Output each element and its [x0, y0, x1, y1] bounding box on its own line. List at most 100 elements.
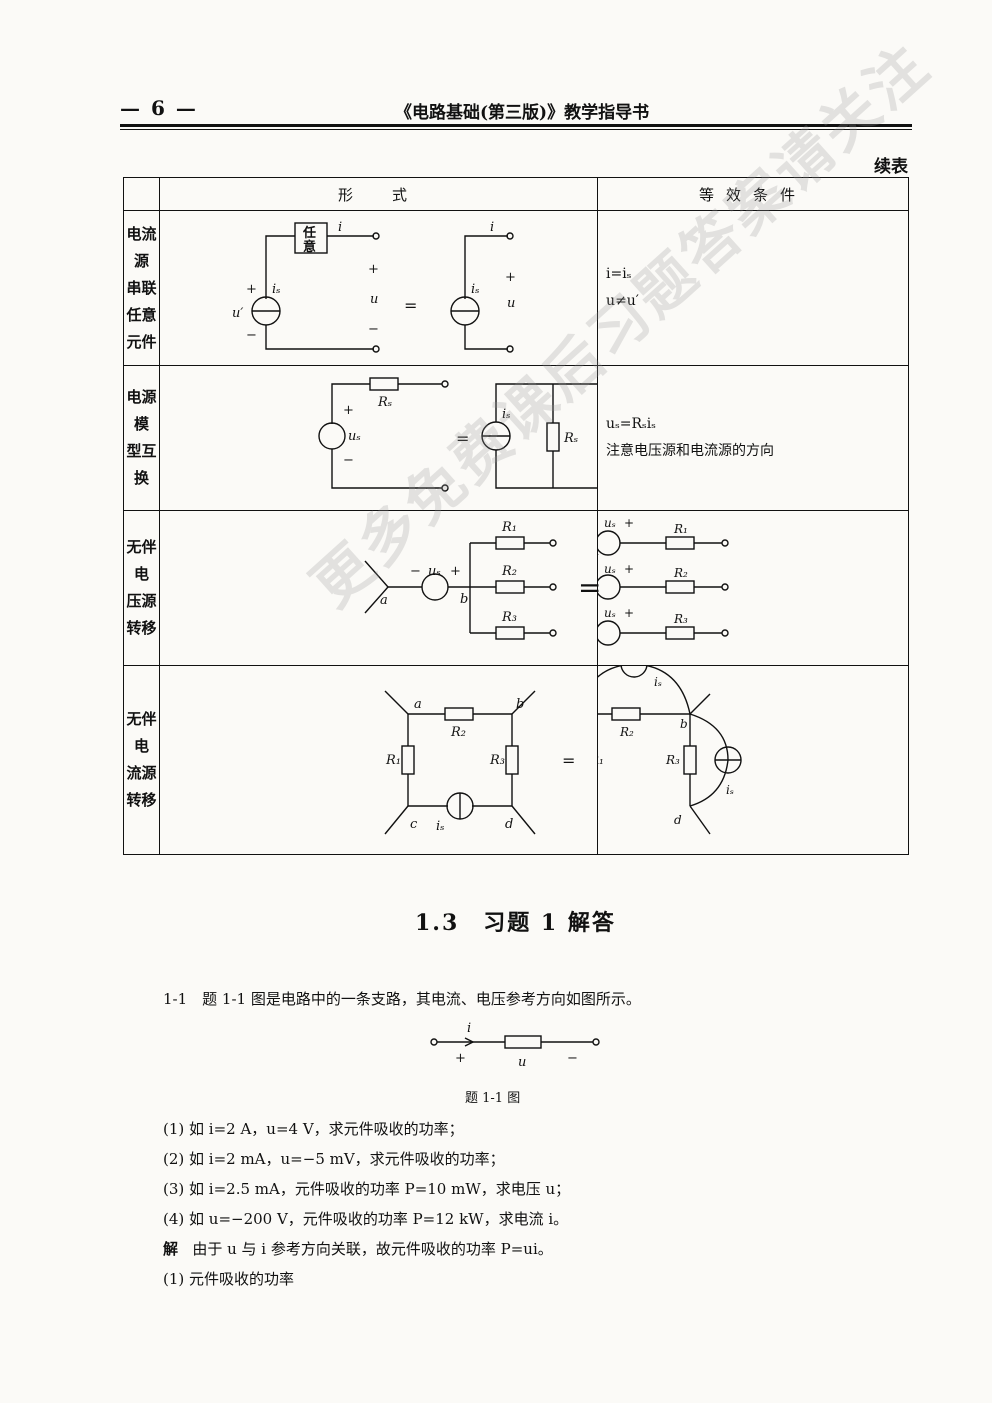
current-source-transfer-result: a b R₂ R₁ R₃ c d iₛ iₛ iₛ — [526, 650, 742, 835]
resistor-label: R₁ — [598, 753, 604, 767]
plus-sign: + — [505, 270, 516, 285]
solution-text: 由于 u 与 i 参考方向关联，故元件吸收的功率 P=ui。 — [192, 1240, 553, 1258]
table-row: 电源模 型互换 — [122, 365, 909, 511]
page-number: — 6 — — [120, 96, 198, 120]
resistor-label: Rₛ — [377, 395, 392, 410]
plus-sign: + — [343, 403, 354, 418]
resistor-label: R₂ — [501, 564, 517, 579]
source-current-label: iₛ — [272, 282, 281, 297]
row-diagram: a − uₛ + b R₁ R₂ R₃ = — [159, 510, 602, 666]
problem-item: (1) 如 i=2 A，u=4 V，求元件吸收的功率； — [163, 1120, 464, 1138]
minus-sign: − — [343, 453, 354, 468]
resistor-label: R₁ — [673, 522, 688, 536]
solution-line: 解 由于 u 与 i 参考方向关联，故元件吸收的功率 P=ui。 — [163, 1238, 553, 1259]
problem-figure: i + u − — [430, 1021, 600, 1070]
current-label: i — [338, 220, 342, 235]
plus-sign: + — [450, 564, 461, 579]
voltage-label: u — [370, 292, 378, 307]
row-diagram: 任 意 i iₛ + u′ − + u − = i iₛ + u — [159, 210, 599, 366]
row-name: 电流源 串联任意 元件 — [122, 210, 161, 366]
node-label: d — [505, 817, 513, 832]
resistor-label: R₃ — [673, 612, 688, 626]
equals-sign: = — [456, 429, 469, 448]
header-corner — [122, 177, 161, 211]
plus-sign: + — [624, 516, 634, 530]
solution-step: (1) 元件吸收的功率 — [163, 1270, 295, 1288]
node-label: b — [680, 717, 688, 731]
plus-sign: + — [455, 1051, 466, 1066]
source-current-label: iₛ — [502, 407, 511, 422]
row-name: 无伴电 流源转移 — [122, 665, 161, 855]
resistor-label: R₃ — [665, 753, 680, 767]
table-row: 无伴电 流源转移 a b R₂ — [122, 650, 909, 855]
continued-label: 续表 — [874, 157, 908, 177]
problem-item: (2) 如 i=2 mA，u=−5 mV，求元件吸收的功率； — [163, 1150, 505, 1168]
source-voltage-label: uₛ — [604, 562, 616, 576]
voltage-label: u — [507, 296, 515, 311]
resistor-label: R₃ — [501, 610, 517, 625]
voltage-source-transfer-diagram: a − uₛ + b R₁ R₂ R₃ = — [364, 520, 602, 640]
equals-sign: = — [404, 296, 417, 315]
minus-sign: − — [368, 322, 379, 337]
current-source-series-diagram: 任 意 i iₛ + u′ − + u − = i iₛ + u — [232, 220, 516, 353]
row-condition: uₛ=Rₛiₛ 注意电压源和电流源的方向 — [597, 365, 909, 511]
table-row: 无伴电 压源转移 a − uₛ — [122, 510, 909, 666]
header-form: 形 式 — [159, 177, 599, 211]
solution-label: 解 — [163, 1240, 179, 1258]
equivalence-table: 形 式 等效条件 电流源 串联任意 元件 — [122, 177, 909, 855]
source-transform-diagram: Rₛ + uₛ − = iₛ Rₛ — [318, 377, 613, 492]
plus-sign: + — [624, 606, 634, 620]
figure-caption: 题 1-1 图 — [465, 1091, 521, 1106]
source-current-label: iₛ — [726, 783, 734, 797]
problem-item: (3) 如 i=2.5 mA，元件吸收的功率 P=10 mW，求电压 u； — [163, 1180, 571, 1198]
node-label: b — [460, 592, 468, 607]
source-voltage-label: uₛ — [428, 564, 441, 579]
section-title: 1.3 习题 1 解答 — [415, 910, 616, 936]
header-rule-thin — [120, 129, 912, 130]
plus-sign: + — [246, 282, 257, 297]
voltage-label: u — [518, 1055, 526, 1070]
resistor-label: R₂ — [673, 566, 688, 580]
source-current-label: iₛ — [436, 819, 445, 834]
source-current-label: iₛ — [471, 282, 480, 297]
current-label: i — [467, 1021, 471, 1036]
row-diagram-right: − uₛ + R₁ − uₛ + R₂ − uₛ + R₃ a — [567, 510, 909, 666]
node-label: d — [674, 813, 682, 827]
resistor-label: Rₛ — [563, 431, 578, 446]
header-rule — [120, 124, 912, 127]
header-condition: 等效条件 — [597, 177, 909, 211]
resistor-label: R₁ — [385, 753, 401, 768]
resistor-label: R₁ — [501, 520, 517, 535]
current-source-transfer-diagram: a b R₂ R₁ R₃ c d iₛ = — [384, 690, 575, 835]
current-label: i — [490, 220, 494, 235]
node-label: c — [410, 817, 418, 832]
voltage-source-transfer-result: − uₛ + R₁ − uₛ + R₂ − uₛ + R₃ a — [567, 516, 729, 646]
running-head-title: 《电路基础(第三版)》教学指导书 — [395, 103, 650, 123]
plus-sign: + — [368, 262, 379, 277]
resistor-label: R₂ — [450, 725, 466, 740]
source-voltage-label: uₛ — [348, 429, 361, 444]
resistor-label: R₂ — [619, 725, 634, 739]
arbitrary-element-label: 任 — [302, 225, 316, 241]
voltage-label: u′ — [232, 306, 243, 321]
problem-item: (4) 如 u=−200 V，元件吸收的功率 P=12 kW，求电流 i。 — [163, 1210, 569, 1228]
minus-sign: − — [246, 328, 257, 343]
equals-sign: = — [578, 571, 601, 604]
plus-sign: + — [624, 562, 634, 576]
node-label: b — [516, 697, 524, 712]
row-name: 无伴电 压源转移 — [122, 510, 161, 666]
problem-statement: 1-1 题 1-1 图是电路中的一条支路，其电流、电压参考方向如图所示。 — [163, 990, 641, 1008]
arbitrary-element-label: 意 — [303, 239, 316, 255]
table-header-row: 形 式 等效条件 — [122, 177, 909, 211]
row-diagram-right: a b R₂ R₁ R₃ c d iₛ iₛ iₛ — [526, 650, 909, 855]
source-current-label: iₛ — [654, 675, 662, 689]
resistor-label: R₃ — [489, 753, 505, 768]
source-voltage-label: uₛ — [604, 516, 616, 530]
minus-sign: − — [410, 564, 421, 579]
node-label: a — [380, 593, 388, 608]
table-row: 电流源 串联任意 元件 — [122, 210, 909, 366]
row-name: 电源模 型互换 — [122, 365, 161, 511]
row-diagram: a b R₂ R₁ R₃ c d iₛ = — [159, 665, 599, 855]
source-voltage-label: uₛ — [604, 606, 616, 620]
equals-sign: = — [562, 751, 575, 770]
